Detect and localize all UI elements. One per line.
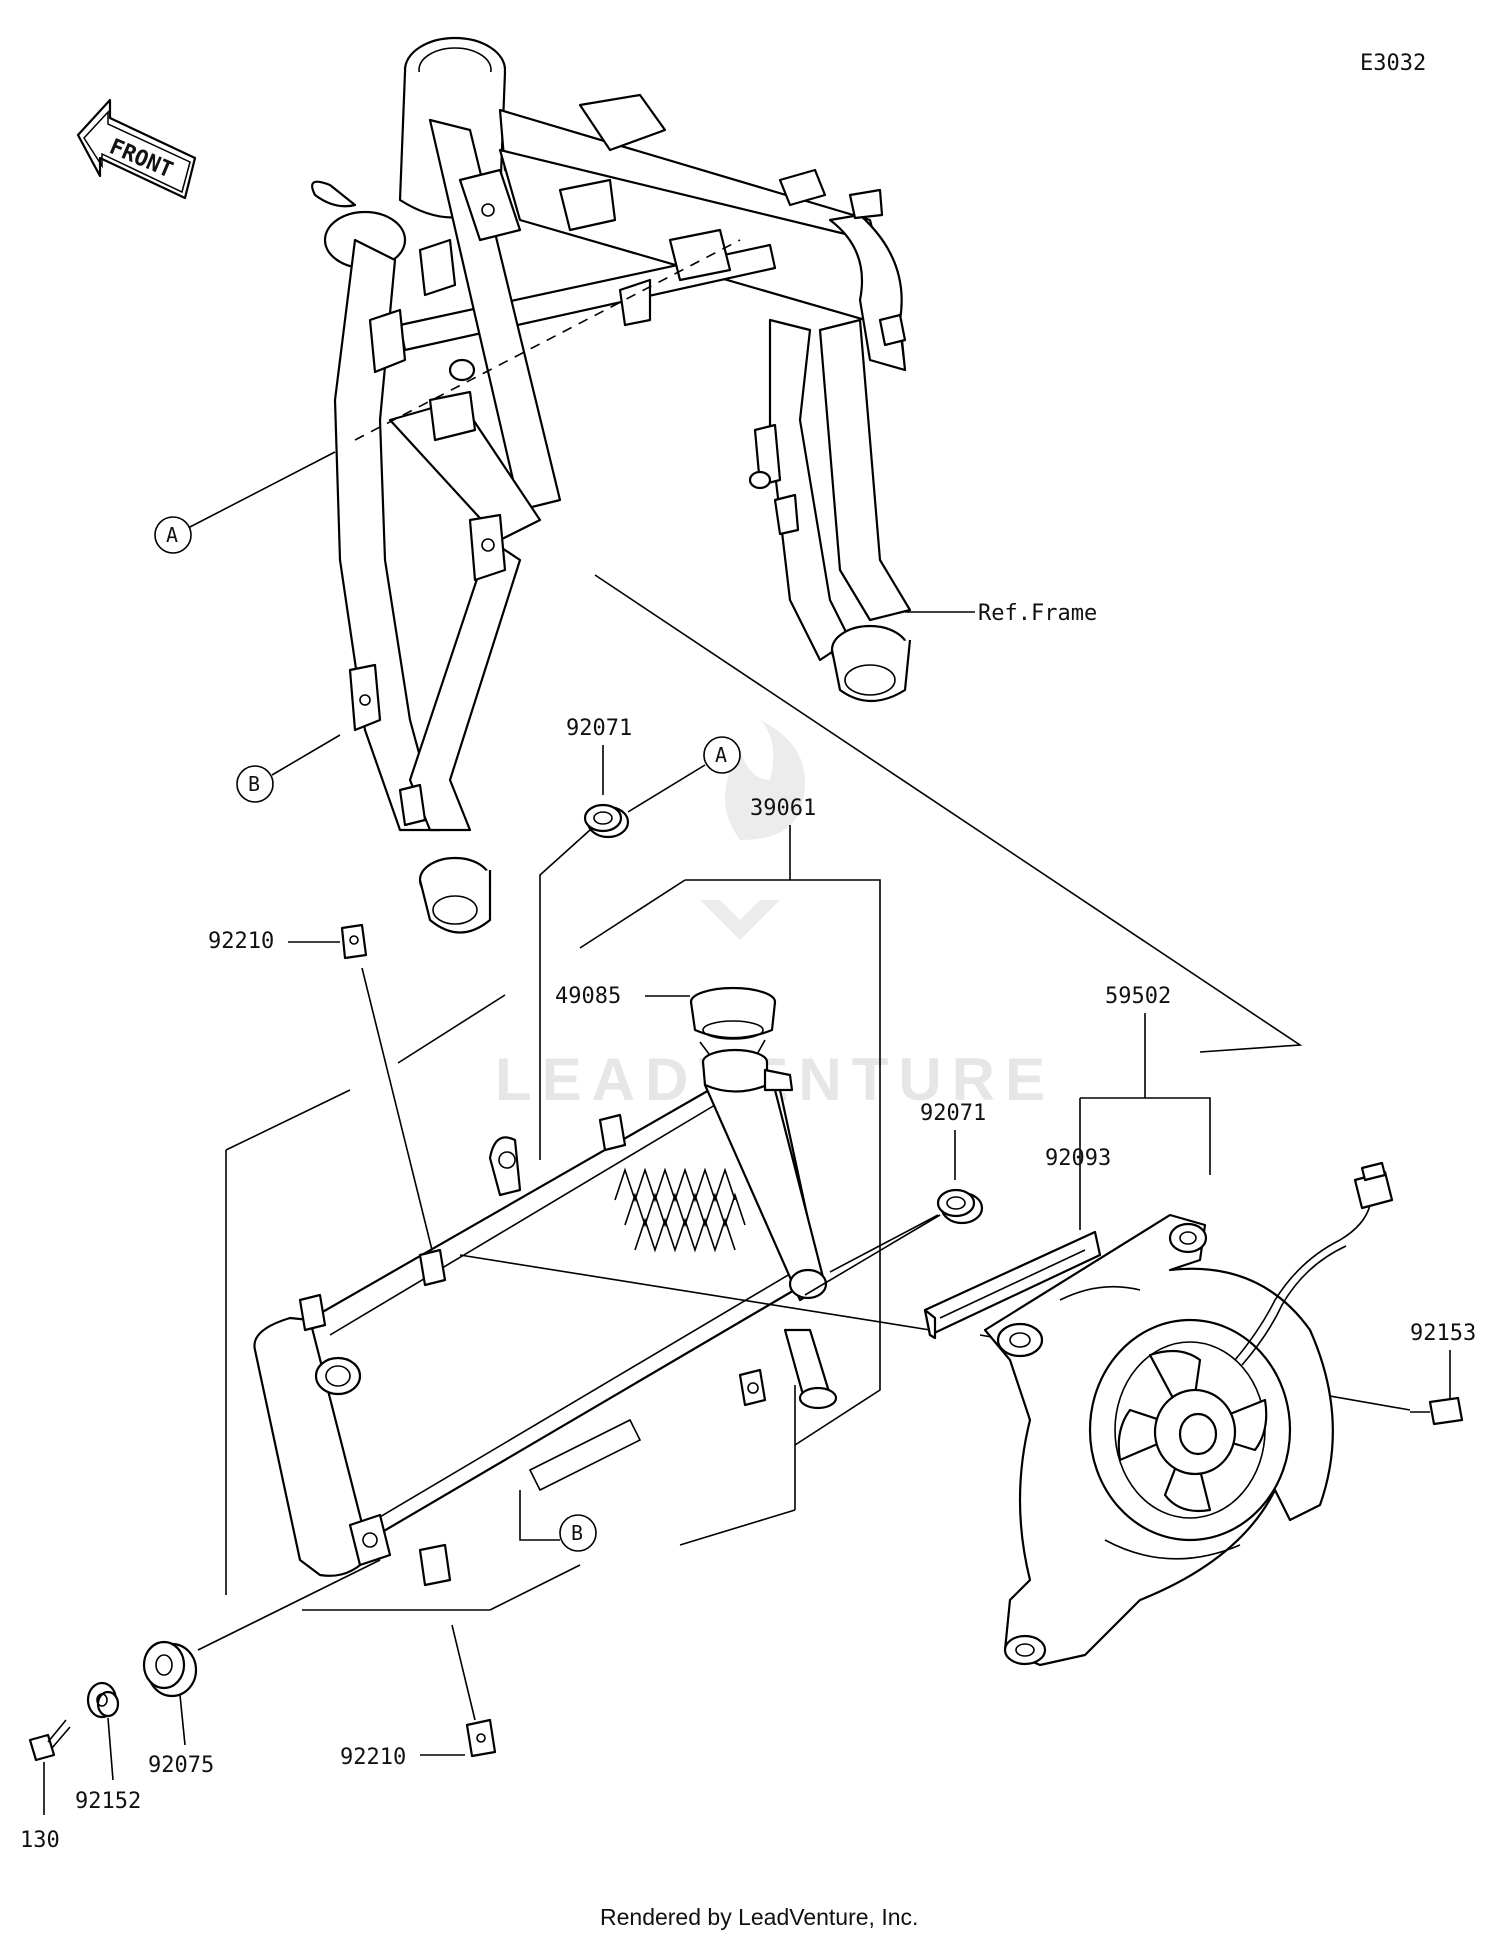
part-59502-label: 59502 — [1105, 984, 1171, 1009]
part-130-label: 130 — [20, 1828, 60, 1853]
callout-a-frame-label: A — [166, 523, 178, 547]
clip-92210-top — [340, 923, 368, 960]
part-92210-top-label: 92210 — [208, 929, 274, 954]
part-92075-label: 92075 — [148, 1753, 214, 1778]
ref-frame-label: Ref.Frame — [978, 601, 1097, 626]
grommet-92071-mid — [936, 1188, 984, 1225]
part-92210-bottom-label: 92210 — [340, 1745, 406, 1770]
callout-b-frame-label: B — [248, 772, 260, 796]
damper-92093 — [923, 1230, 1102, 1340]
callout-b-part-label: B — [571, 1521, 583, 1545]
callout-a-part-label: A — [715, 743, 727, 767]
watermark: LEADVENTURE — [495, 720, 1045, 1113]
collar-92152 — [86, 1681, 120, 1719]
grommet-92071-top — [583, 803, 630, 839]
radiator-39061 — [253, 1048, 838, 1587]
front-arrow-icon: FRONT — [76, 98, 197, 200]
part-49085-label: 49085 — [555, 984, 621, 1009]
grommet-92075 — [142, 1640, 198, 1698]
part-39061-label: 39061 — [750, 796, 816, 821]
frame-assembly — [311, 36, 912, 934]
footer-credit: Rendered by LeadVenture, Inc. — [600, 1904, 918, 1930]
diagram-code: E3032 — [1360, 51, 1426, 76]
callout-b-part — [559, 1514, 597, 1552]
part-92093-label: 92093 — [1045, 1146, 1111, 1171]
fan-assembly-59502 — [983, 1161, 1394, 1667]
bolt-92153 — [1410, 1396, 1464, 1426]
part-92152-label: 92152 — [75, 1789, 141, 1814]
callout-b-frame — [236, 765, 274, 803]
part-92071-top-label: 92071 — [566, 716, 632, 741]
bolt-130 — [28, 1719, 71, 1762]
callout-a-part — [703, 736, 741, 774]
part-92153-label: 92153 — [1410, 1321, 1476, 1346]
callout-a-frame — [154, 516, 192, 554]
clip-92210-bottom — [465, 1718, 497, 1758]
part-92071-mid-label: 92071 — [920, 1101, 986, 1126]
